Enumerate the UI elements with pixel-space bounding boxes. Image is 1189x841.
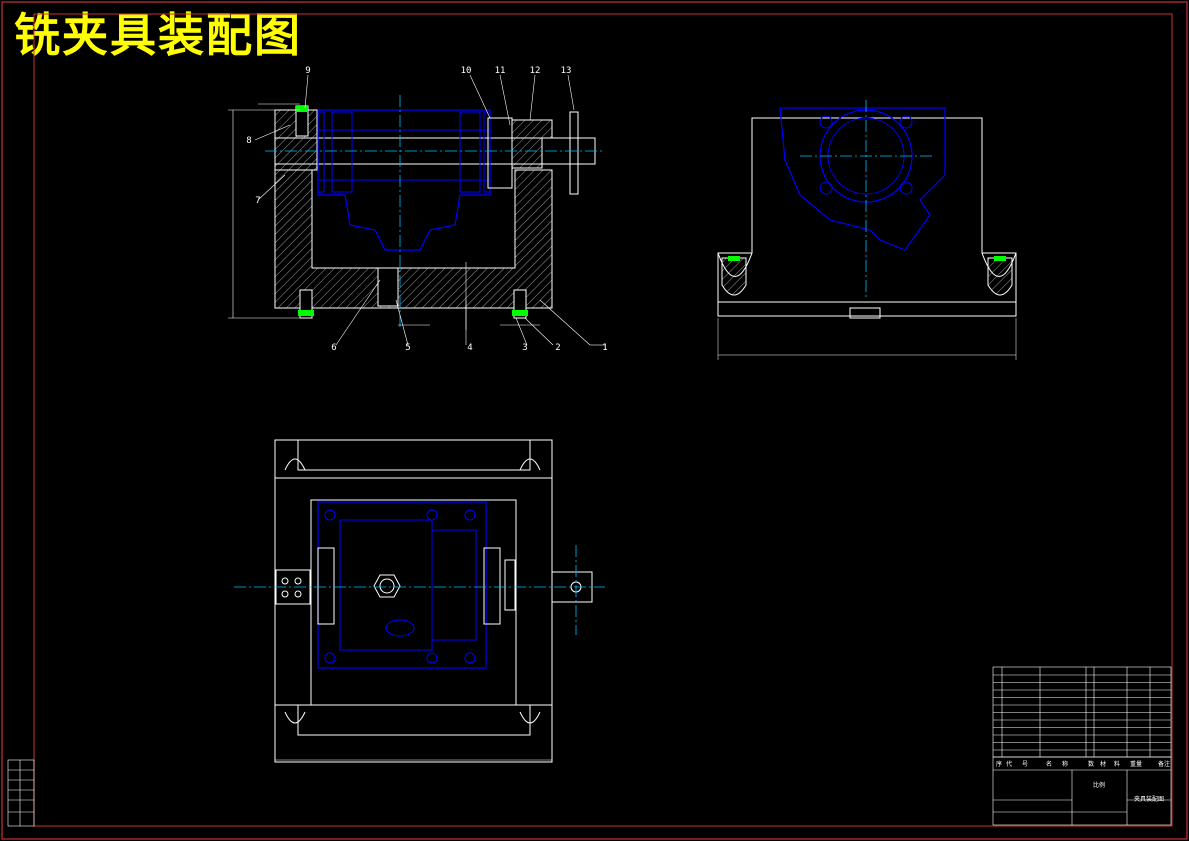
title-block-header-cell: 材 bbox=[1100, 760, 1106, 768]
top-workpiece-outline bbox=[317, 501, 487, 669]
balloon-4: 4 bbox=[467, 343, 472, 353]
balloon-13: 13 bbox=[561, 66, 572, 76]
balloon-9: 9 bbox=[305, 66, 310, 76]
title-block bbox=[992, 756, 1172, 826]
front-section-view bbox=[228, 95, 605, 330]
balloon-leaders bbox=[254, 74, 605, 346]
title-block-header-cell: 数 bbox=[1088, 760, 1094, 768]
inner-border bbox=[33, 13, 1173, 827]
drawing-title: 铣夹具装配图 bbox=[14, 8, 302, 62]
side-view bbox=[717, 100, 1017, 360]
top-view bbox=[234, 439, 605, 763]
title-block-header-cell: 号 bbox=[1022, 761, 1028, 768]
left-margin-cells bbox=[7, 759, 35, 827]
locating-pin bbox=[377, 267, 399, 307]
clamp-nut bbox=[511, 137, 543, 169]
title-block-header-cell: 重量 bbox=[1130, 760, 1142, 768]
fixture-body-section bbox=[274, 169, 553, 309]
balloon-7: 7 bbox=[255, 196, 260, 206]
balloon-11: 11 bbox=[495, 66, 506, 76]
title-block-header-cell: 称 bbox=[1062, 760, 1068, 768]
title-block-header-cell: 序 bbox=[996, 760, 1002, 768]
clamp-screw bbox=[569, 111, 579, 195]
top-hex-nut bbox=[373, 574, 401, 598]
balloon-6: 6 bbox=[331, 343, 336, 353]
side-base-plate bbox=[717, 301, 1017, 317]
balloon-2: 2 bbox=[555, 343, 560, 353]
title-block-header-cell: 名 bbox=[1046, 760, 1052, 768]
balloon-10: 10 bbox=[461, 66, 472, 76]
clamp-block-right bbox=[511, 119, 553, 139]
drawing-name: 夹具装配图 bbox=[1134, 795, 1164, 803]
balloon-12: 12 bbox=[530, 66, 541, 76]
parts-list bbox=[992, 666, 1172, 758]
balloon-8: 8 bbox=[246, 136, 251, 146]
title-block-header-cell: 备注 bbox=[1158, 760, 1170, 768]
top-base-outline bbox=[274, 439, 553, 763]
balloon-3: 3 bbox=[522, 343, 527, 353]
balloon-1: 1 bbox=[602, 343, 607, 353]
scale-label: 比例 bbox=[1093, 781, 1105, 789]
side-workpiece-housing bbox=[779, 107, 946, 251]
balloon-5: 5 bbox=[405, 343, 410, 353]
workpiece-section bbox=[317, 109, 491, 251]
side-body-outline bbox=[717, 117, 1017, 302]
title-block-header-cell: 代 bbox=[1006, 760, 1012, 768]
title-block-header-cell: 料 bbox=[1114, 760, 1120, 768]
